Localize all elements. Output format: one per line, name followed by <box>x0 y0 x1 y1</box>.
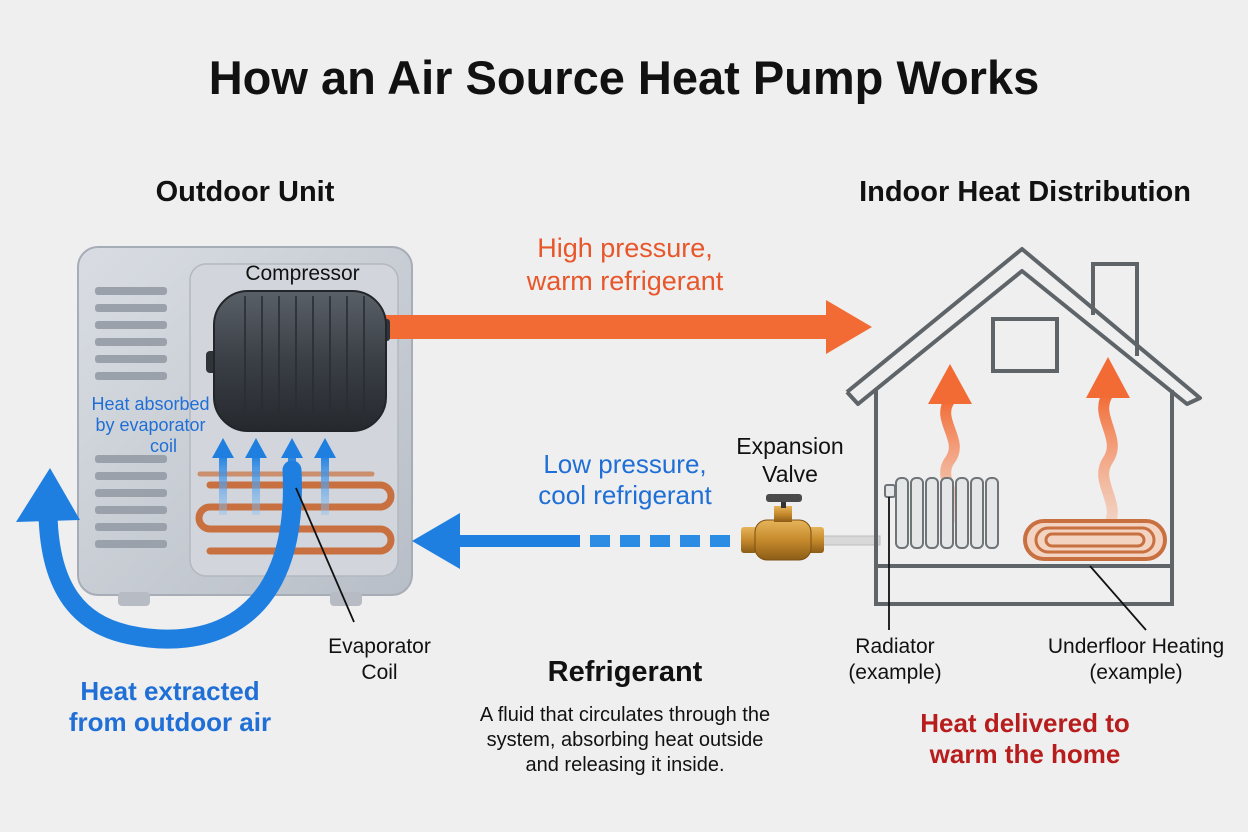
refrigerant-desc-line: A fluid that circulates through the <box>479 704 771 726</box>
high-pressure-line: High pressure, <box>537 233 713 263</box>
radiator-label: Radiator (example) <box>830 634 960 686</box>
radiator-icon <box>884 477 999 549</box>
low-pressure-line: Low pressure, <box>543 449 707 479</box>
outdoor-air-arrow <box>16 460 302 649</box>
heat-absorbed-line: Heat absorbed <box>91 394 210 414</box>
house <box>845 247 1202 606</box>
evaporator-leader-line <box>295 487 355 623</box>
outdoor-unit-heading: Outdoor Unit <box>155 176 335 208</box>
expansion-valve-line: Expansion <box>736 433 844 459</box>
warm-refrigerant-arrow <box>385 300 872 354</box>
expansion-valve-icon <box>741 494 824 561</box>
refrigerant-desc-line: and releasing it inside. <box>525 754 725 776</box>
vent-grille <box>95 287 167 548</box>
cool-refrigerant-line <box>412 513 881 569</box>
heat-absorbed-label: Heat absorbed by evaporator coil <box>78 394 223 457</box>
heat-extracted-line: from outdoor air <box>68 707 272 737</box>
heat-extracted-line: Heat extracted <box>80 676 260 706</box>
expansion-valve-label: Expansion Valve <box>715 432 865 488</box>
compressor <box>206 290 390 432</box>
heat-delivered-line: warm the home <box>929 739 1121 769</box>
evaporator-coil-label: Evaporator Coil <box>312 634 447 686</box>
heat-absorbed-line: by evaporator <box>95 415 206 435</box>
heat-absorbed-line: coil <box>149 436 177 456</box>
heat-delivered-line: Heat delivered to <box>920 708 1130 738</box>
indoor-distribution-heading: Indoor Heat Distribution <box>859 176 1191 208</box>
refrigerant-desc-line: system, absorbing heat outside <box>486 729 764 751</box>
underfloor-line: (example) <box>1089 661 1183 684</box>
radiator-line: Radiator <box>855 635 935 658</box>
page-title: How an Air Source Heat Pump Works <box>208 51 1040 104</box>
low-pressure-label: Low pressure, cool refrigerant <box>515 449 735 511</box>
underfloor-line: Underfloor Heating <box>1047 635 1225 658</box>
heat-extracted-label: Heat extracted from outdoor air <box>60 676 280 738</box>
refrigerant-heading: Refrigerant <box>547 656 703 688</box>
underfloor-heating-label: Underfloor Heating (example) <box>1030 634 1242 686</box>
refrigerant-description: A fluid that circulates through the syst… <box>450 703 800 778</box>
high-pressure-line: warm refrigerant <box>526 266 724 296</box>
evaporator-line: Coil <box>361 661 398 684</box>
expansion-valve-line: Valve <box>762 461 818 487</box>
high-pressure-label: High pressure, warm refrigerant <box>500 232 750 298</box>
underfloor-leader-line <box>1089 565 1147 631</box>
evaporator-line: Evaporator <box>328 635 431 658</box>
low-pressure-line: cool refrigerant <box>538 480 712 510</box>
radiator-line: (example) <box>848 661 942 684</box>
compressor-label: Compressor <box>245 262 360 285</box>
heat-delivered-label: Heat delivered to warm the home <box>900 708 1150 770</box>
underfloor-heating-icon <box>1023 519 1167 561</box>
